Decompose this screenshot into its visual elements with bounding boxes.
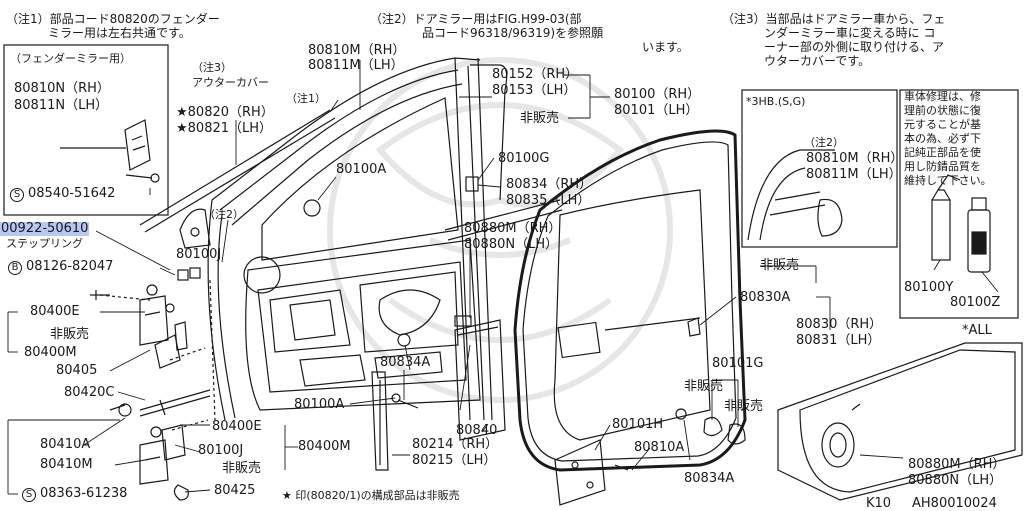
part-80410M: 80410M	[40, 457, 93, 472]
part-80840: 80840	[456, 423, 498, 438]
part-80811N: 80811N（LH）	[14, 98, 109, 113]
part-80880M: 80880M（RH）	[464, 221, 562, 236]
note-1-line-2: ミラー用は左右共通です。	[48, 26, 191, 40]
part-80420C: 80420C	[64, 385, 115, 400]
part-80834A-mid: 80834A	[380, 355, 431, 370]
note-3-line-4: ウターカバーです。	[764, 54, 871, 68]
part-80100J-top: 80100J	[176, 247, 222, 262]
note-1-line-1: （注1）部品コード80820のフェンダー	[6, 12, 220, 26]
note-2-line-1: （注2）ドアミラー用はFIG.H99-03(部	[370, 12, 582, 26]
part-80100Z: 80100Z	[950, 295, 1001, 310]
part-80410A: 80410A	[40, 437, 91, 452]
part-80425: 80425	[214, 483, 256, 498]
part-80400E-top: 80400E	[30, 304, 80, 319]
part-80100A-top: 80100A	[336, 162, 387, 177]
note-2: （注2）ドアミラー用はFIG.H99-03(部 品コード96318/96319)…	[370, 12, 689, 54]
note-2-line-2: 品コード96318/96319)を参照願	[422, 26, 604, 40]
screw-symbol-icon-bottom: S	[22, 488, 36, 502]
page-ref: K10	[866, 496, 892, 511]
part-80400E-bot: 80400E	[212, 419, 262, 434]
part-80880N: 80880N（LH）	[464, 237, 559, 252]
all-box	[777, 342, 1023, 501]
repair-line-1: 車体修理は、修	[904, 90, 981, 103]
hb-box	[741, 89, 898, 248]
part-80100J-bot: 80100J	[198, 443, 244, 458]
part-80100: 80100（RH）	[614, 87, 701, 102]
part-08540: 08540-51642	[28, 186, 116, 201]
part-80152: 80152（RH）	[492, 67, 579, 82]
part-80400M-top: 80400M	[24, 345, 77, 360]
watermark-emblem	[327, 57, 673, 403]
hb-box-note-2: （注2）	[804, 136, 844, 149]
note-2-tag: （注2）	[204, 208, 244, 221]
note-1-tag: （注1）	[286, 92, 326, 105]
part-80835: 80835（LH）	[506, 193, 591, 208]
screw-symbol-icon: S	[10, 188, 24, 202]
part-80880N-all: 80880N（LH）	[908, 473, 1003, 488]
repair-line-2: 理前の状態に復	[904, 104, 981, 117]
note-3-line-2: ンダーミラー車に変える時に コ	[764, 26, 936, 40]
note-3-line-3: ーナー部の外側に取り付ける、ア	[764, 40, 945, 54]
part-80810N: 80810N（RH）	[14, 81, 110, 96]
part-80834A-bot: 80834A	[684, 471, 735, 486]
part-80830: 80830（RH）	[796, 317, 883, 332]
part-80821: ★80821（LH）	[176, 121, 273, 136]
repair-box	[899, 89, 1019, 319]
part-80100A-bot: 80100A	[294, 397, 345, 412]
part-80101G: 80101G	[712, 356, 764, 371]
note-3-tag: （注3）	[192, 61, 232, 74]
drawing-number: AH80010024	[912, 496, 997, 511]
hb-box-title: *3HB.(S,G)	[746, 95, 806, 108]
note-1: （注1）部品コード80820のフェンダー ミラー用は左右共通です。	[6, 12, 220, 40]
not-sold-label-2: 非販売	[760, 258, 800, 273]
not-sold-label-4: 非販売	[684, 379, 724, 394]
repair-line-5: 記純正部品を使	[904, 146, 981, 159]
part-80101H: 80101H	[612, 417, 664, 432]
part-80100Y: 80100Y	[904, 280, 954, 295]
repair-note: 車体修理は、修 理前の状態に復 元することが基 本の為、必ず下 記純正部品を使 …	[904, 90, 992, 188]
part-80830A: 80830A	[740, 290, 791, 305]
not-sold-label-1: 非販売	[520, 111, 560, 126]
part-80880M-all: 80880M（RH）	[908, 457, 1006, 472]
highlighted-part-code[interactable]: 00922-50610	[0, 221, 90, 236]
not-sold-label-5: 非販売	[724, 399, 764, 414]
part-80810M: 80810M（RH）	[308, 43, 406, 58]
part-80831: 80831（LH）	[796, 333, 881, 348]
part-80811M-hb: 80811M（LH）	[806, 167, 902, 182]
bolt-symbol-icon: B	[8, 261, 22, 275]
repair-line-3: 元することが基	[904, 118, 981, 131]
not-sold-label-3: 非販売	[50, 327, 90, 342]
note-3: （注3）当部品はドアミラー車から、フェ ンダーミラー車に変える時に コ ーナー部…	[722, 12, 945, 68]
part-08363: 08363-61238	[40, 486, 128, 501]
part-08126: 08126-82047	[26, 259, 114, 274]
all-box-title: *ALL	[962, 323, 992, 338]
part-80810M-hb: 80810M（RH）	[806, 151, 904, 166]
part-80153: 80153（LH）	[492, 83, 577, 98]
part-80400M-bot: 80400M	[298, 439, 351, 454]
part-80405: 80405	[56, 363, 98, 378]
part-80214: 80214（RH）	[412, 437, 499, 452]
part-80820: ★80820（RH）	[176, 105, 274, 120]
part-80100G: 80100G	[498, 151, 550, 166]
part-80811M: 80811M（LH）	[308, 58, 404, 73]
repair-line-6: 用し防錆品質を	[904, 160, 981, 173]
step-ring-label: ステップリング	[6, 237, 83, 250]
note-2-line-3: います。	[642, 40, 689, 54]
note-3-line-1: （注3）当部品はドアミラー車から、フェ	[722, 12, 946, 26]
outer-cover-label: アウターカバー	[192, 76, 269, 89]
footnote-not-sold: ★ 印(80820/1)の構成部品は非販売	[282, 489, 460, 502]
part-80834: 80834（RH）	[506, 177, 593, 192]
repair-line-4: 本の為、必ず下	[904, 132, 981, 145]
repair-line-7: 維持して下さい。	[904, 174, 992, 187]
fender-mirror-box	[3, 44, 169, 216]
part-80215: 80215（LH）	[412, 453, 497, 468]
not-sold-label-6: 非販売	[222, 461, 262, 476]
fender-box-title: （フェンダーミラー用）	[10, 52, 131, 65]
part-80101: 80101（LH）	[614, 103, 699, 118]
part-80810A: 80810A	[634, 440, 685, 455]
